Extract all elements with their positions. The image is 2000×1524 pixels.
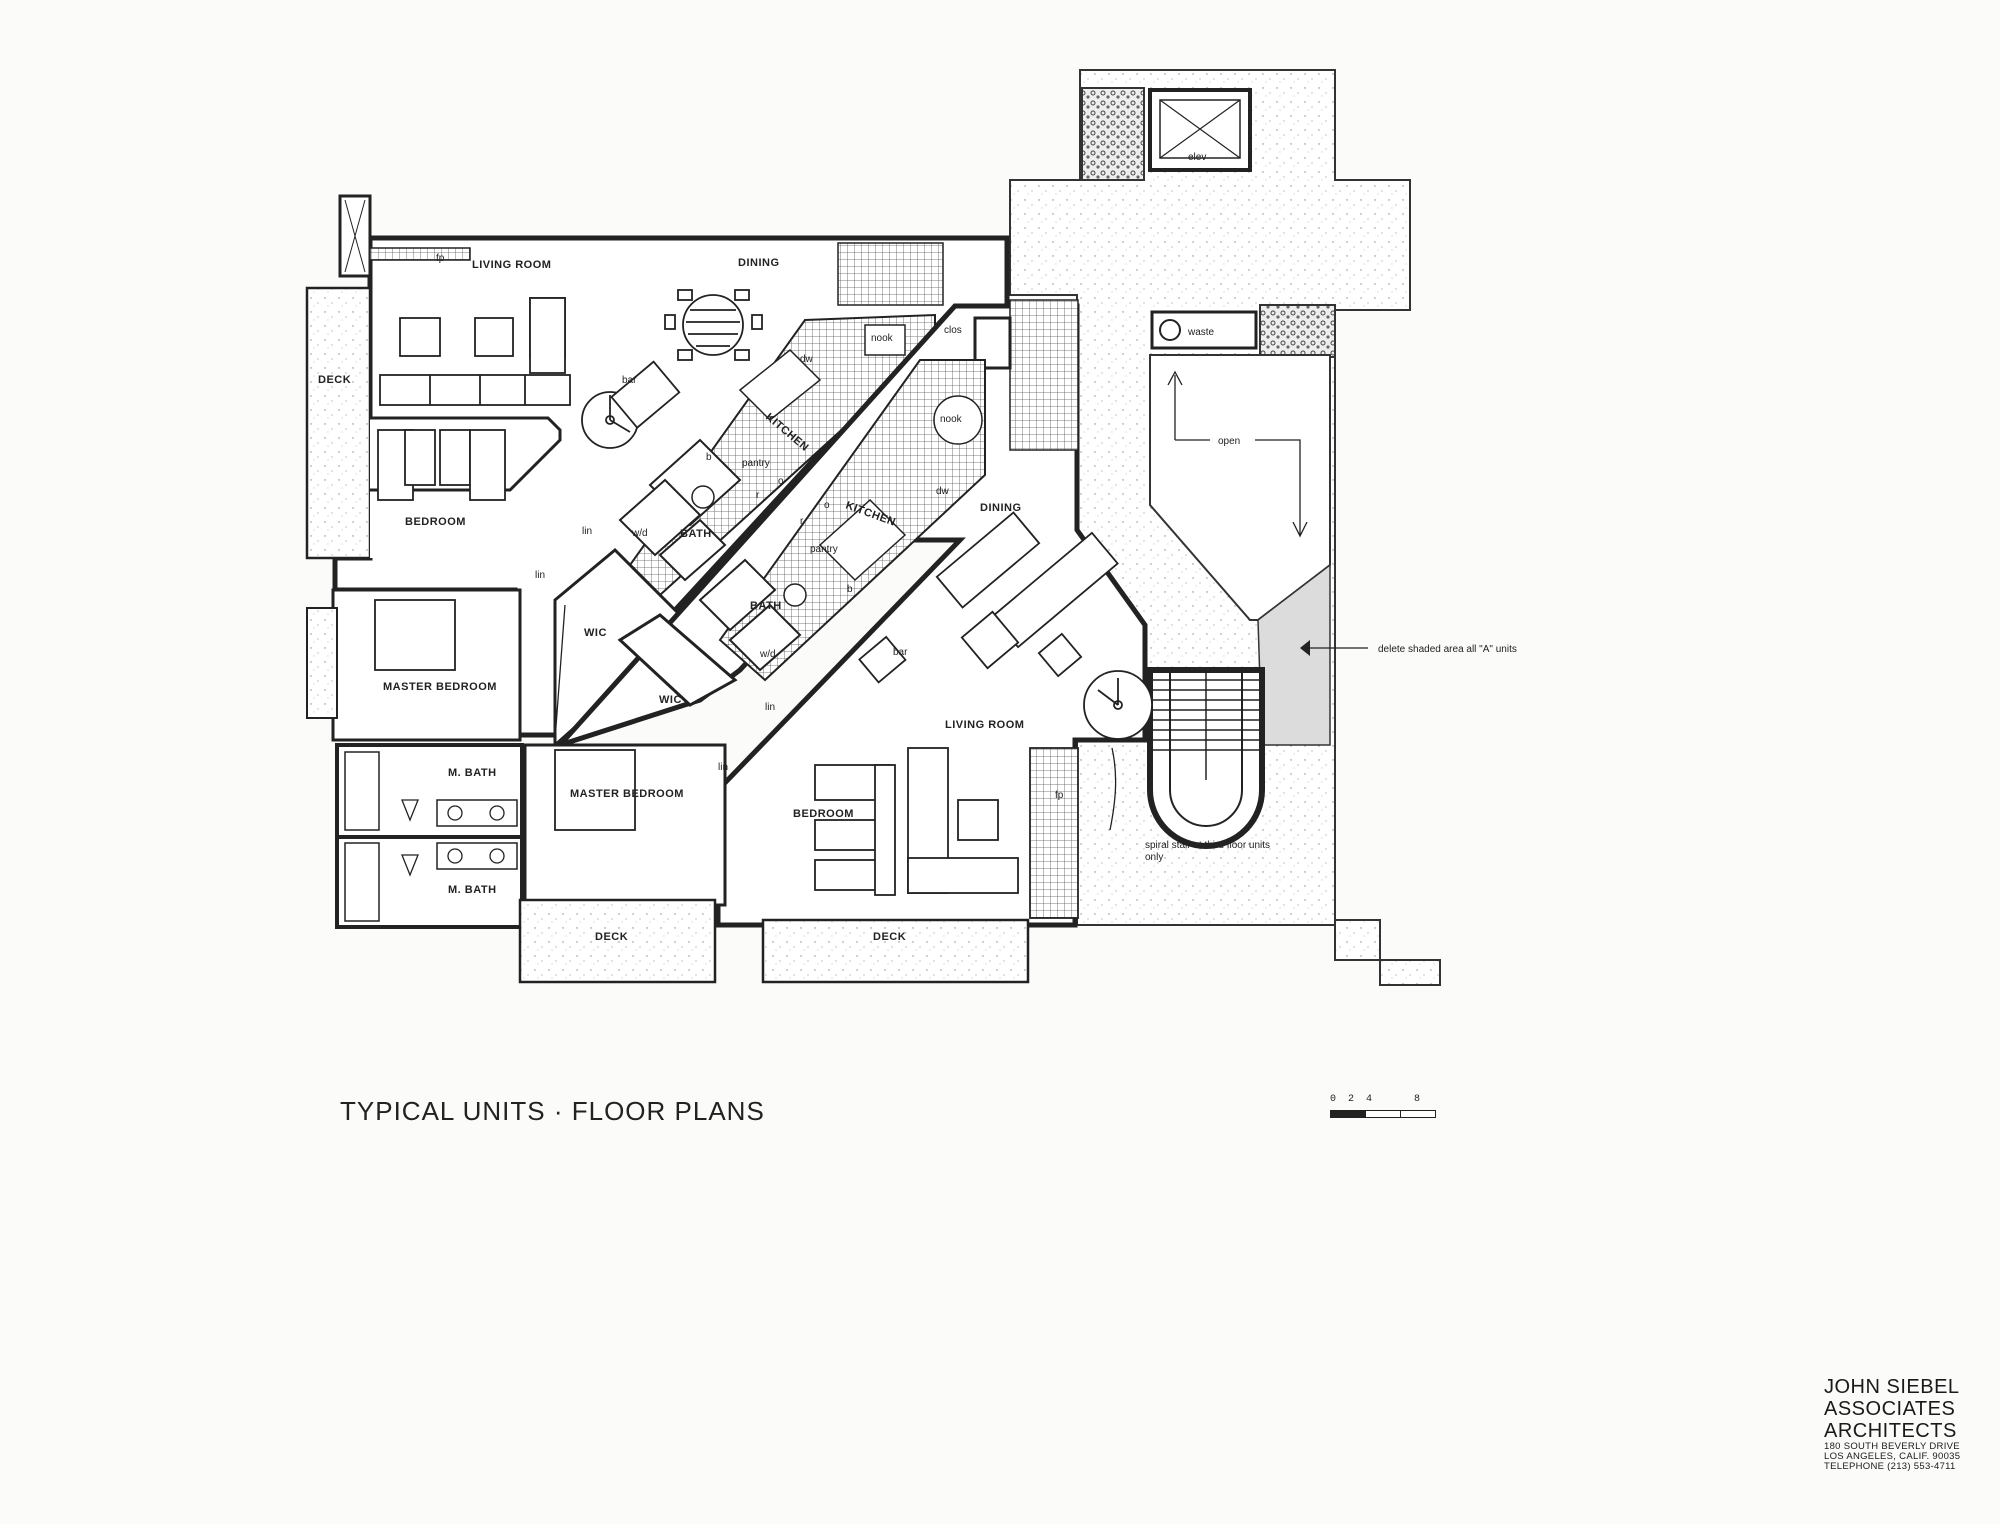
scale-tick: 2 <box>1348 1094 1355 1105</box>
label-nook-a: nook <box>871 333 894 344</box>
firm-address2: LOS ANGELES, CALIF. 90035 <box>1824 1451 1961 1462</box>
deck-b1 <box>518 898 717 984</box>
sheet-title: TYPICAL UNITS · FLOOR PLANS <box>340 1096 765 1126</box>
label-dining-b: DINING <box>980 502 1022 514</box>
wic-b <box>617 613 738 707</box>
label-b-a: b <box>706 452 712 463</box>
firm-phone: TELEPHONE (213) 553-4711 <box>1824 1461 1956 1472</box>
label-r-a: r <box>756 490 760 501</box>
label-lin-a2: lin <box>535 570 545 581</box>
firm-name-line3: ARCHITECTS <box>1824 1420 1957 1442</box>
label-living-room-b: LIVING ROOM <box>945 719 1024 731</box>
label-bedroom-a: BEDROOM <box>405 516 466 528</box>
note-spiral-stair: spiral stair at third floor units <box>1145 840 1270 851</box>
firm-name-line1: JOHN SIEBEL <box>1824 1376 1960 1398</box>
unit-a <box>305 194 1010 929</box>
label-dw-a: dw <box>800 354 814 365</box>
label-lin-b1: lin <box>765 702 775 713</box>
stair <box>1147 667 1265 849</box>
label-dining-a: DINING <box>738 257 780 269</box>
scale-tick: 8 <box>1414 1094 1421 1105</box>
label-dw-b: dw <box>936 486 950 497</box>
label-wic-b: WIC <box>659 694 682 706</box>
label-mbath-a1: M. BATH <box>448 767 497 779</box>
planter-left <box>1081 87 1145 181</box>
scale-tick: 0 <box>1330 1094 1337 1105</box>
title-block: JOHN SIEBEL ASSOCIATES ARCHITECTS 180 SO… <box>1824 1376 1996 1472</box>
label-bedroom-b: BEDROOM <box>793 808 854 820</box>
graphic-scale: 0 2 4 8 <box>1330 1094 1440 1124</box>
label-clos-b: clos <box>944 325 962 336</box>
label-pantry-b: pantry <box>810 544 838 555</box>
unit-b <box>518 299 1153 984</box>
label-lin-a1: lin <box>582 526 592 537</box>
core-labels: elev waste open delete shaded area all "… <box>1145 152 1517 863</box>
label-fp-a: fp <box>436 253 445 264</box>
label-r-b: r <box>800 516 804 527</box>
label-deck-b2: DECK <box>873 931 906 943</box>
label-wic-a: WIC <box>584 627 607 639</box>
firm-name-line2: ASSOCIATES <box>1824 1398 1956 1420</box>
label-mbath-a2: M. BATH <box>448 884 497 896</box>
label-deck-b1: DECK <box>595 931 628 943</box>
elevator-shaft <box>1148 88 1252 172</box>
label-deck-a: DECK <box>318 374 351 386</box>
label-o-b: o <box>824 500 830 511</box>
deck-b2 <box>761 918 1030 984</box>
planter-right <box>1259 304 1336 358</box>
label-master-bedroom-a: MASTER BEDROOM <box>383 681 497 693</box>
label-o-a: o <box>778 476 784 487</box>
label-nook-b: nook <box>940 414 963 425</box>
label-elev: elev <box>1188 152 1206 163</box>
note-delete-shaded-area: delete shaded area all "A" units <box>1378 644 1517 655</box>
label-pantry-a: pantry <box>742 458 770 469</box>
deck-a <box>305 286 372 560</box>
scale-tick: 4 <box>1366 1094 1373 1105</box>
label-lin-b2: lin <box>718 762 728 773</box>
label-living-room-a: LIVING ROOM <box>472 259 551 271</box>
label-fp-b: fp <box>1055 790 1064 801</box>
label-wd-a: w/d <box>631 528 648 539</box>
note-spiral-stair-only: only <box>1145 852 1163 863</box>
waste-chute <box>1150 310 1258 350</box>
label-waste: waste <box>1187 327 1215 338</box>
label-open: open <box>1218 436 1240 447</box>
label-bar-b: bar <box>893 647 908 658</box>
label-bath-a: BATH <box>680 528 712 540</box>
label-bar-a: bar <box>622 375 637 386</box>
label-b-b: b <box>847 584 853 595</box>
scale-line <box>1330 1110 1436 1118</box>
firm-address1: 180 SOUTH BEVERLY DRIVE <box>1824 1441 1960 1452</box>
scale-ticks: 0 2 4 8 <box>1330 1094 1440 1106</box>
label-wd-b: w/d <box>759 649 776 660</box>
label-bath-b: BATH <box>750 600 782 612</box>
label-master-bedroom-b: MASTER BEDROOM <box>570 788 684 800</box>
building-core <box>1009 69 1441 986</box>
